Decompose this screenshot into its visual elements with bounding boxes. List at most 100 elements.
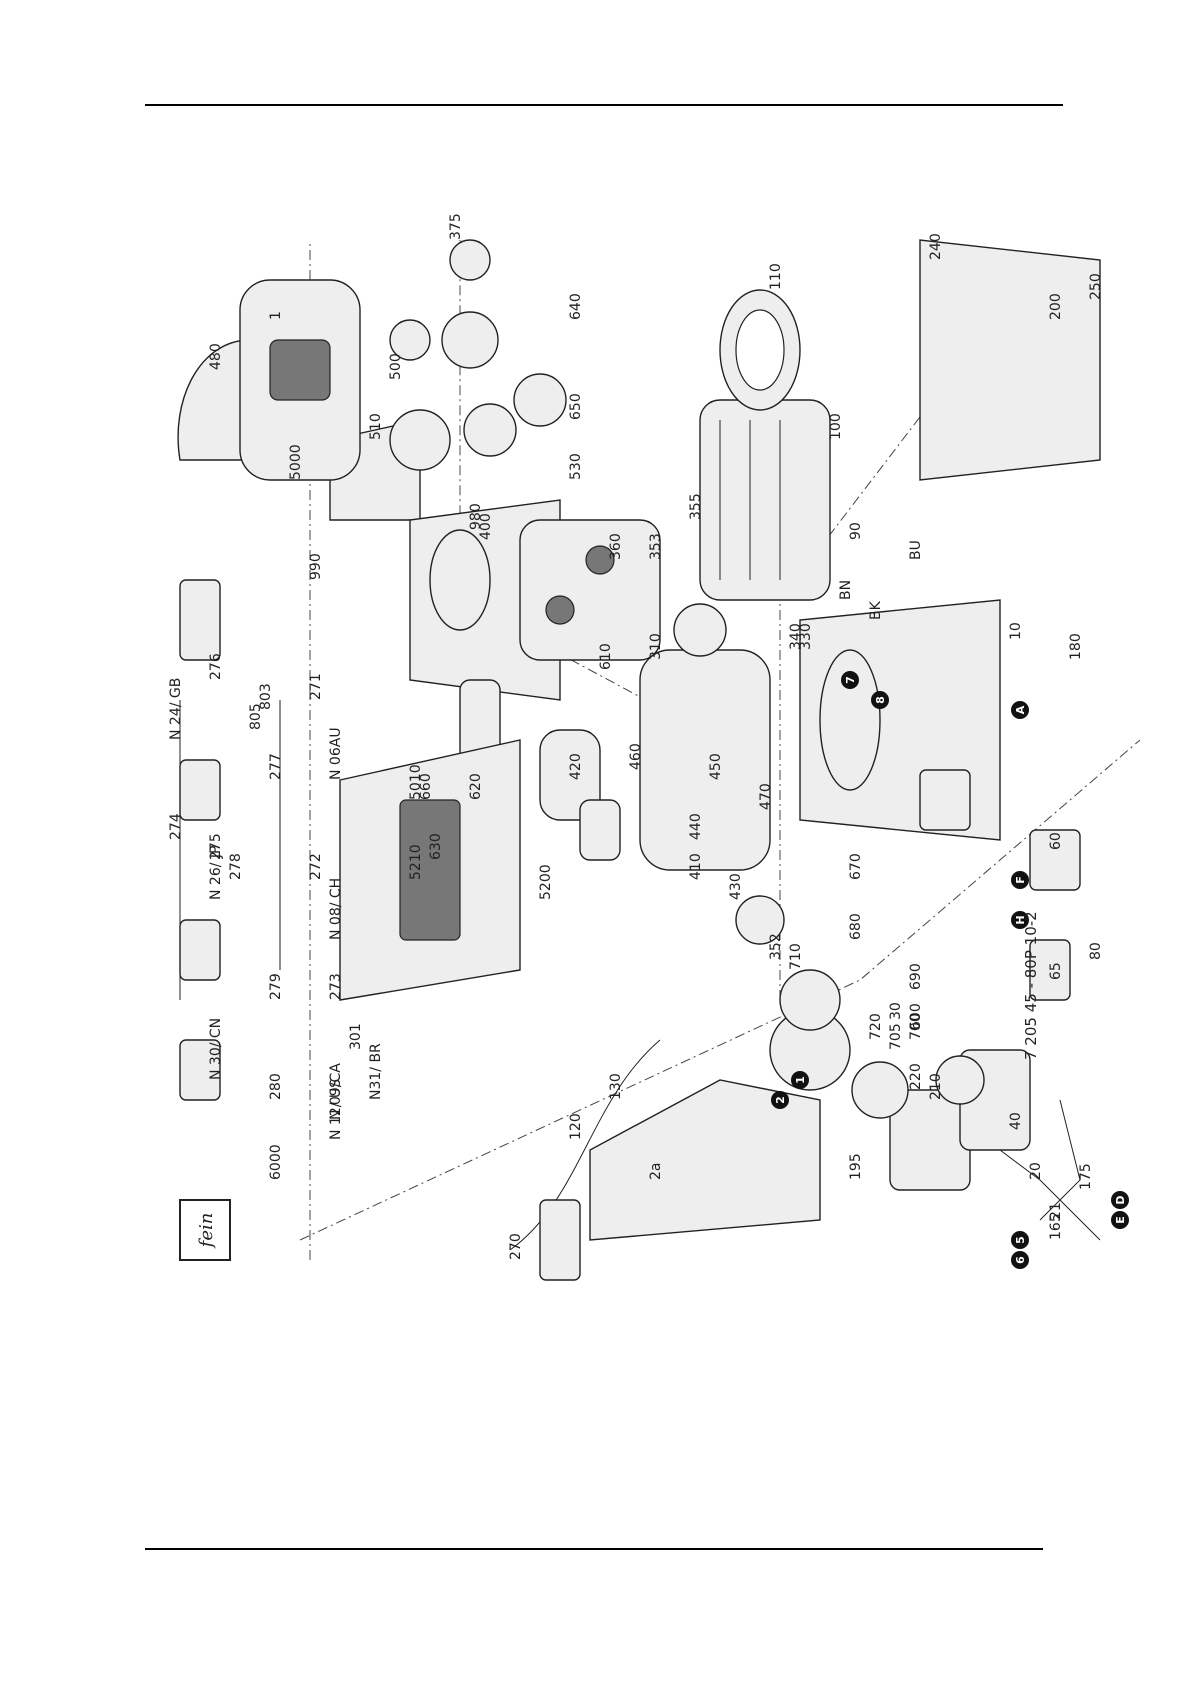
part-number-label: 700 [908, 1013, 924, 1040]
stator-field [699, 399, 831, 601]
part-number-label: 450 [708, 753, 724, 780]
connector-badge [1011, 1251, 1029, 1269]
part-number-label: 610 [598, 643, 614, 670]
wire-color-label: BK [868, 600, 884, 620]
part-number-label: 510 [368, 413, 384, 440]
connector-badge-label: F [1014, 876, 1027, 884]
connector-badge [1011, 871, 1029, 889]
connector-badge-label: 2 [774, 1096, 787, 1104]
part-number-label: 250 [1088, 273, 1104, 300]
part-number-label: 279 [268, 973, 284, 1000]
wiring-harness [999, 1099, 1101, 1241]
connector-badge-label: A [1014, 705, 1027, 714]
connector-badge [1111, 1211, 1129, 1229]
part-number-label: 710 [788, 943, 804, 970]
part-number-label: 650 [568, 393, 584, 420]
part-number-label: 60 [1048, 832, 1064, 850]
connector-badge-label: 6 [1014, 1256, 1027, 1264]
armature [639, 603, 785, 945]
plug-variant-label: N 08/ CH [328, 878, 344, 940]
part-number-label: 375 [448, 213, 464, 240]
part-number-label: 1 [268, 311, 284, 320]
part-number-label: 210 [928, 1073, 944, 1100]
part-number-label: 30 [888, 1002, 904, 1020]
connector-badge-label: 5 [1014, 1236, 1027, 1244]
gear-set [389, 239, 567, 471]
part-number-label: 420 [568, 753, 584, 780]
wire-color-label: BN [838, 580, 854, 600]
part-number-label: 180 [1068, 633, 1084, 660]
plug-variant-label: N 09/CA [328, 1063, 344, 1120]
bottom-rule [145, 1548, 1043, 1550]
connector-badge [1111, 1191, 1129, 1209]
part-number-label: 240 [928, 233, 944, 260]
connector-badge [841, 671, 859, 689]
top-rule [145, 104, 1063, 106]
part-number-label: 670 [848, 853, 864, 880]
doc-code: 7 205 45 - 80P 10-2 [1022, 911, 1040, 1060]
connector-badge-label: 8 [874, 696, 887, 704]
part-number-label: 200 [1048, 293, 1064, 320]
part-number-label: 175 [1078, 1163, 1094, 1190]
plug-variant-label: N 26/ JP [208, 846, 224, 900]
part-number-label: 500 [388, 353, 404, 380]
part-number-label: 165 [1048, 1213, 1064, 1240]
part-number-label: 430 [728, 873, 744, 900]
part-number-label: 20 [1028, 1162, 1044, 1180]
part-number-label: 480 [208, 343, 224, 370]
plug-variant-label: N31/ BR [368, 1043, 384, 1100]
part-number-label: 330 [798, 623, 814, 650]
part-number-label: 690 [908, 963, 924, 990]
part-number-label: 90 [848, 522, 864, 540]
connector-badge [1011, 701, 1029, 719]
part-number-label: 110 [768, 263, 784, 290]
plug-variant-label: N 30/ CN [208, 1018, 224, 1080]
connector-badge [1011, 911, 1029, 929]
part-number-label: 705 [888, 1023, 904, 1050]
fein-logo: fein [179, 1199, 231, 1261]
part-number-label: 990 [308, 553, 324, 580]
connector-badge [1011, 1231, 1029, 1249]
connector-badge-label: E [1114, 1216, 1127, 1224]
part-number-label: 980 [468, 503, 484, 530]
part-number-label: 410 [688, 853, 704, 880]
part-number-label: 640 [568, 293, 584, 320]
part-number-label: 100 [828, 413, 844, 440]
part-number-label: 460 [628, 743, 644, 770]
part-number-label: 220 [908, 1063, 924, 1090]
part-number-label: 5200 [538, 864, 554, 900]
part-number-label: 620 [468, 773, 484, 800]
plug-variant-label: N 06AU [328, 727, 344, 780]
part-number-label: 400 [478, 513, 494, 540]
part-number-label: 340 [788, 623, 804, 650]
part-number-label: 352 [768, 933, 784, 960]
part-number-label: 355 [688, 493, 704, 520]
connector-badge-label: 1 [794, 1076, 807, 1084]
main-handle [589, 1049, 1031, 1241]
part-number-label: 271 [308, 673, 324, 700]
connector-badge-label: D [1114, 1195, 1127, 1204]
part-number-label: 353 [648, 533, 664, 560]
connector-badge [871, 691, 889, 709]
part-number-label: 273 [328, 973, 344, 1000]
part-number-label: 440 [688, 813, 704, 840]
drive-gears [769, 969, 985, 1119]
part-number-label: 803 [258, 683, 274, 710]
drill-chuck [239, 279, 361, 481]
exploded-parts-diagram: fein 11020213040606580901001101201301651… [168, 213, 1140, 1281]
part-number-label: 6000 [268, 1144, 284, 1180]
connector-badge [771, 1091, 789, 1109]
part-number-label: 274 [168, 813, 184, 840]
part-number-label: 5000 [288, 444, 304, 480]
assembly-line [299, 739, 1140, 1241]
brush-holders [919, 769, 1081, 1001]
plug-variant-label: N 24/ GB [168, 678, 184, 740]
connector-badge-label: H [1014, 915, 1027, 924]
part-number-label: 276 [208, 653, 224, 680]
part-number-label: 195 [848, 1153, 864, 1180]
part-number-label: 470 [758, 783, 774, 810]
part-number-label: 5210 [408, 844, 424, 880]
part-number-label: 660 [418, 773, 434, 800]
part-number-label: 720 [868, 1013, 884, 1040]
connector-badge-label: 7 [844, 676, 857, 684]
